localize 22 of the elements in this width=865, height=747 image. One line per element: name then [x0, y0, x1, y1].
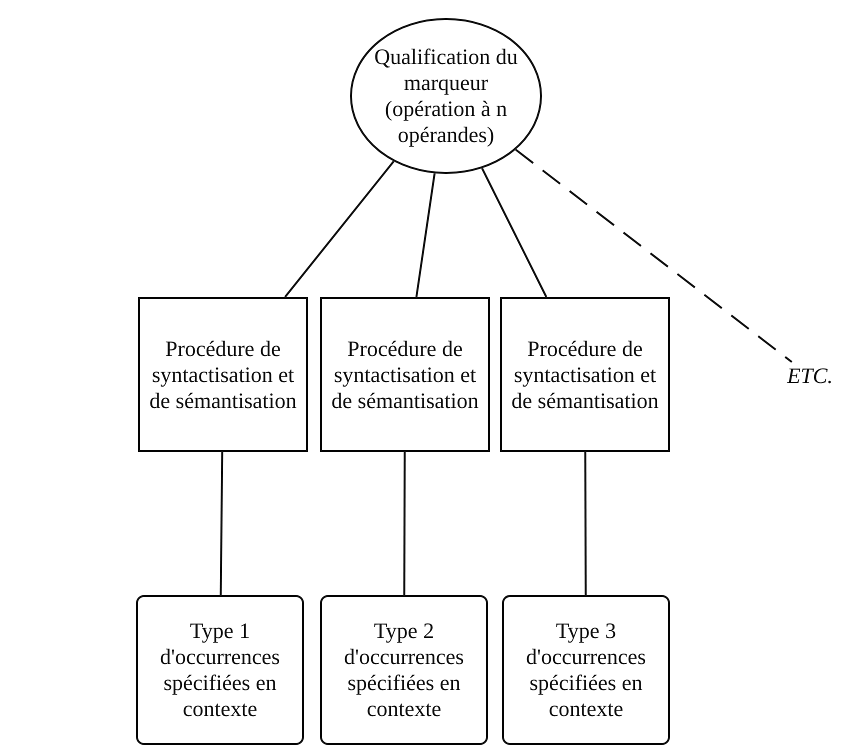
node-label: Procédure de syntactisation et de sémantisation [148, 336, 298, 414]
node-label: Procédure de syntactisation et de sémantisation [510, 336, 660, 414]
node-label: Qualification du marqueur (opération à n opérandes) [373, 44, 519, 148]
node-label: Procédure de syntactisation et de sémantisation [330, 336, 480, 414]
connector-line [284, 160, 394, 298]
connector-line [584, 452, 587, 595]
rounded-box [136, 595, 304, 745]
node-label: ETC. [786, 363, 834, 389]
process-box [500, 297, 670, 452]
connector-line [481, 168, 548, 298]
connector-line [515, 148, 792, 363]
process-box [320, 297, 490, 452]
rounded-box [502, 595, 670, 745]
node-label: Type 2 d'occurrences spécifiées en contexte [342, 618, 465, 722]
rounded-box [320, 595, 488, 745]
connector-line [403, 452, 406, 595]
ellipse-node [350, 18, 542, 174]
node-label: Type 3 d'occurrences spécifiées en contexte [524, 618, 647, 722]
connector-line [220, 452, 224, 595]
process-box [138, 297, 308, 452]
connector-line [415, 173, 436, 298]
node-label: Type 1 d'occurrences spécifiées en contexte [158, 618, 281, 722]
